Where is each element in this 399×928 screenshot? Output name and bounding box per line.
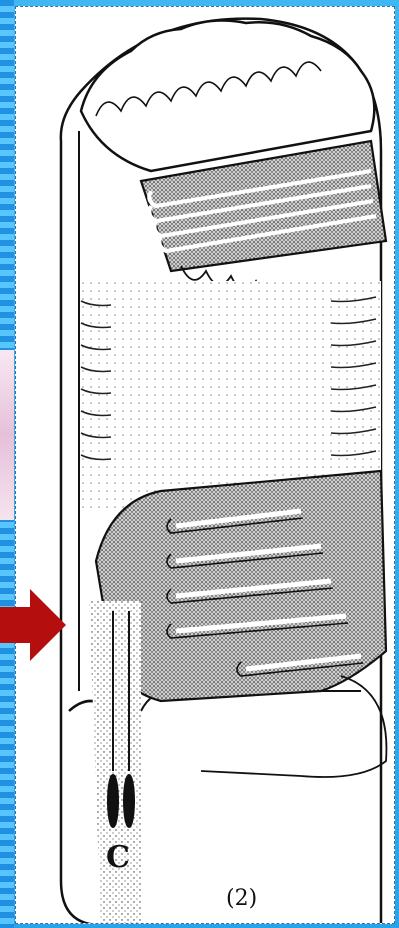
figure-number-label: (2) [226,886,257,911]
partial-inset-photo [0,350,14,520]
red-right-arrow-icon [0,585,66,665]
label-c: C [106,840,130,875]
organ-diagram-svg [16,7,395,924]
diagram-frame [15,6,395,924]
